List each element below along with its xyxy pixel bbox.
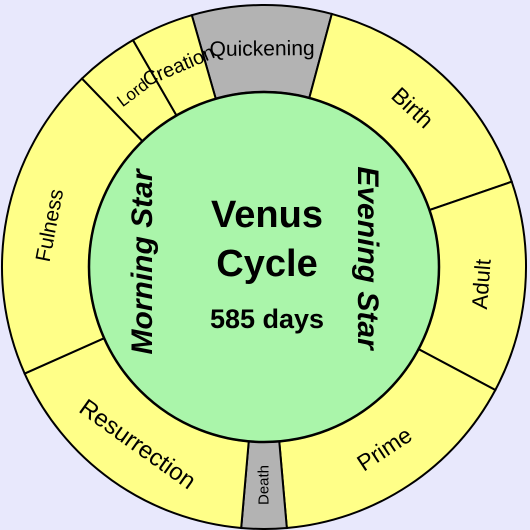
- center-duration: 585 days: [210, 304, 324, 334]
- morning-star-label: Morning Star: [126, 167, 159, 354]
- center-title-line1: Venus: [211, 194, 323, 236]
- center-title-line2: Cycle: [216, 243, 317, 285]
- ring-label-death: Death: [256, 465, 273, 505]
- ring-label-adult: Adult: [467, 258, 496, 310]
- center-disc: [87, 90, 441, 444]
- ring-label-quickening: Quickening: [209, 37, 314, 61]
- ring-segments: [1, 4, 527, 530]
- evening-star-label: Evening Star: [351, 166, 384, 352]
